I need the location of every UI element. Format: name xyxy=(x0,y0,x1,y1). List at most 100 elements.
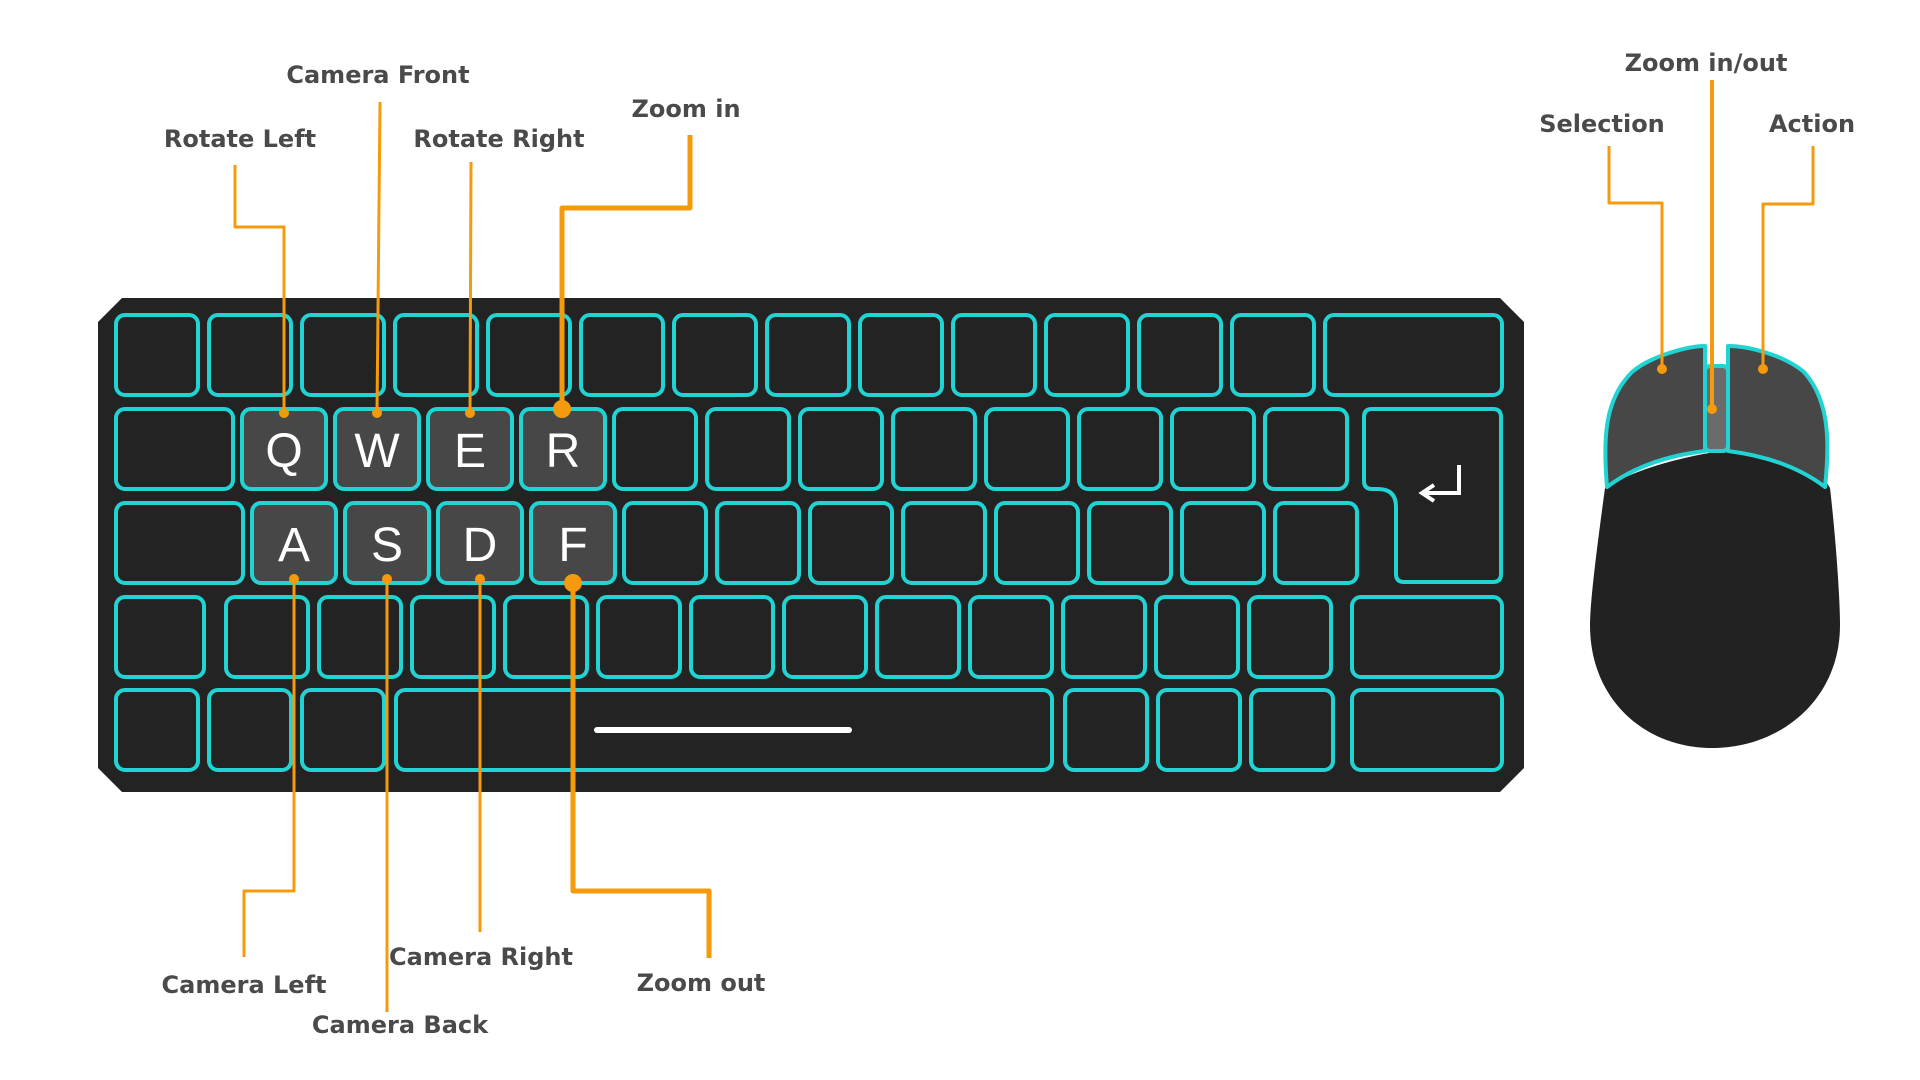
keyboard-key-5 xyxy=(486,313,572,397)
label-rotate-right: Rotate Right xyxy=(413,125,584,153)
callout-lines xyxy=(233,80,1815,1012)
w-dot xyxy=(372,408,382,418)
label-camera-back: Camera Back xyxy=(312,1011,489,1039)
label-selection: Selection xyxy=(1539,110,1665,138)
keyboard-key-33 xyxy=(114,595,206,679)
keyboard-key-53 xyxy=(1350,688,1504,772)
keyboard-key-38 xyxy=(596,595,682,679)
keyboard-key-36 xyxy=(410,595,496,679)
keyboard-key-12 xyxy=(1137,313,1223,397)
f-dot xyxy=(564,574,582,592)
rotate-left-line xyxy=(233,165,286,413)
keyboard-key-51 xyxy=(1156,688,1242,772)
key-s: S xyxy=(343,501,431,585)
mouse-body xyxy=(1590,448,1840,748)
keyboard-key-52 xyxy=(1249,688,1335,772)
callout-labels: Rotate Left Camera Front Rotate Right Zo… xyxy=(162,49,1856,1039)
label-action: Action xyxy=(1769,110,1855,138)
return-arrow-icon xyxy=(1418,465,1461,503)
keyboard-key-34 xyxy=(224,595,310,679)
e-dot xyxy=(465,408,475,418)
label-zoom-in: Zoom in xyxy=(631,95,740,123)
enter-key xyxy=(1362,407,1503,584)
keyboard-key-9 xyxy=(858,313,944,397)
mouse-right-button xyxy=(1726,344,1830,489)
key-r-label: R xyxy=(546,425,581,478)
keyboard-key-30 xyxy=(1087,501,1173,585)
key-q: Q xyxy=(240,407,328,491)
keyboard-key-22 xyxy=(1170,407,1256,491)
key-f: F xyxy=(529,501,617,585)
key-s-label: S xyxy=(371,519,403,572)
keyboard-key-16 xyxy=(612,407,698,491)
a-dot xyxy=(289,574,299,584)
label-zoom-out: Zoom out xyxy=(637,969,766,997)
key-e-label: E xyxy=(454,425,486,478)
key-q-label: Q xyxy=(265,425,302,478)
keyboard-key-21 xyxy=(1077,407,1163,491)
keyboard-key-4 xyxy=(393,313,479,397)
keyboard-key-23 xyxy=(1263,407,1349,491)
label-camera-front: Camera Front xyxy=(286,61,469,89)
keyboard-key-31 xyxy=(1180,501,1266,585)
selection-line xyxy=(1607,146,1664,369)
zoom-in-line xyxy=(559,135,693,409)
keyboard-key-15 xyxy=(114,407,235,491)
keyboard-key-3 xyxy=(300,313,386,397)
keyboard: Q W E R A S D F xyxy=(98,298,1524,792)
keyboard-key-41 xyxy=(875,595,961,679)
key-d-label: D xyxy=(463,519,498,572)
keyboard-key-18 xyxy=(798,407,884,491)
d-dot xyxy=(475,574,485,584)
keyboard-key-28 xyxy=(901,501,987,585)
keyboard-keys xyxy=(114,313,1504,772)
r-dot xyxy=(553,400,571,418)
keyboard-key-6 xyxy=(579,313,665,397)
keyboard-key-19 xyxy=(891,407,977,491)
keyboard-key-35 xyxy=(317,595,403,679)
keyboard-key-50 xyxy=(1063,688,1149,772)
keyboard-key-25 xyxy=(622,501,708,585)
keyboard-key-48 xyxy=(207,688,293,772)
key-e: E xyxy=(426,407,514,491)
label-zoom-in-out: Zoom in/out xyxy=(1625,49,1788,77)
action-dot xyxy=(1758,364,1768,374)
key-w-label: W xyxy=(354,425,400,478)
keyboard-key-46 xyxy=(1350,595,1504,679)
keyboard-key-49 xyxy=(300,688,386,772)
keyboard-key-2 xyxy=(207,313,293,397)
keyboard-key-43 xyxy=(1061,595,1147,679)
label-camera-left: Camera Left xyxy=(162,971,327,999)
mouse xyxy=(1590,344,1840,748)
key-a-label: A xyxy=(278,519,310,572)
key-w: W xyxy=(333,407,421,491)
key-d: D xyxy=(436,501,524,585)
q-dot xyxy=(279,408,289,418)
key-r: R xyxy=(519,407,607,491)
keyboard-key-8 xyxy=(765,313,851,397)
keyboard-key-14 xyxy=(1323,313,1504,397)
keyboard-key-39 xyxy=(689,595,775,679)
action-line xyxy=(1761,146,1815,369)
keyboard-key-7 xyxy=(672,313,758,397)
keyboard-key-32 xyxy=(1273,501,1359,585)
key-f-label: F xyxy=(558,519,587,572)
keyboard-key-45 xyxy=(1247,595,1333,679)
spacebar-mark xyxy=(594,727,852,733)
rotate-right-line xyxy=(468,161,473,414)
key-a: A xyxy=(250,501,338,585)
selection-dot xyxy=(1657,364,1667,374)
keyboard-key-20 xyxy=(984,407,1070,491)
camera-left-line xyxy=(242,579,296,957)
keyboard-key-37 xyxy=(503,595,589,679)
keyboard-key-42 xyxy=(968,595,1054,679)
keyboard-key-24 xyxy=(114,501,245,585)
s-dot xyxy=(382,574,392,584)
keyboard-key-29 xyxy=(994,501,1080,585)
callout-dots xyxy=(279,364,1768,592)
keyboard-key-44 xyxy=(1154,595,1240,679)
label-camera-right: Camera Right xyxy=(389,943,573,971)
zoom-in-out-dot xyxy=(1707,404,1717,414)
keyboard-key-13 xyxy=(1230,313,1316,397)
